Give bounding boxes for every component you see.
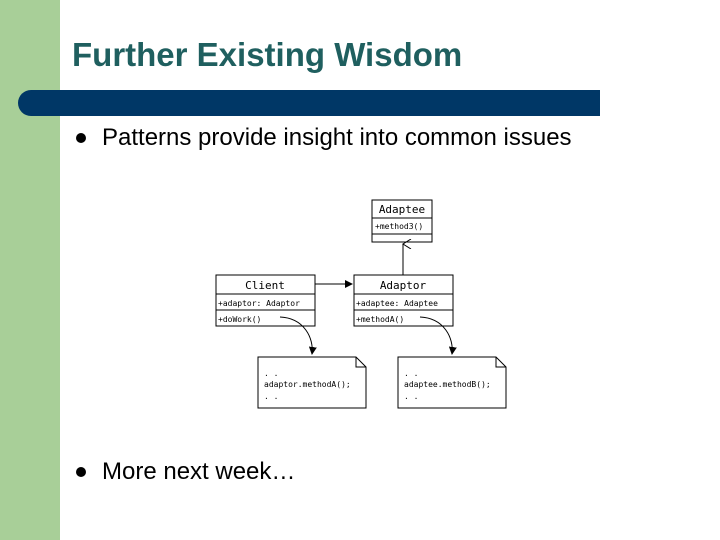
- bullet-dot-icon: [76, 133, 86, 143]
- adaptor-note-connector: [419, 316, 457, 355]
- adaptor-class-name: Adaptor: [380, 279, 427, 292]
- client-attribute: +adaptor: Adaptor: [218, 299, 300, 308]
- bullet-dot-icon: [76, 467, 86, 477]
- left-accent-band: [0, 0, 60, 540]
- bullet-item-2: More next week…: [76, 454, 696, 490]
- bullet-item-1: Patterns provide insight into common iss…: [76, 120, 696, 156]
- slide-title: Further Existing Wisdom: [72, 36, 463, 73]
- client-class-box: Client +adaptor: Adaptor +doWork(): [215, 274, 316, 327]
- adaptor-note-line-3: . .: [404, 392, 418, 401]
- adaptor-note-line-1: . .: [404, 369, 418, 378]
- bullet-text: More next week…: [102, 458, 296, 485]
- adaptor-note: . . adaptee.methodB(); . .: [397, 356, 507, 409]
- adaptee-method: +method3(): [375, 222, 423, 231]
- client-class-name: Client: [245, 279, 285, 292]
- adaptee-class-box: Adaptee +method3(): [371, 199, 433, 243]
- client-note-line-3: . .: [264, 392, 278, 401]
- client-method: +doWork(): [218, 315, 261, 324]
- client-note-connector: [279, 316, 317, 355]
- bullet-text: Patterns provide insight into common iss…: [102, 124, 572, 151]
- client-note-line-2: adaptor.methodA();: [264, 380, 351, 389]
- title-underline-bar: [18, 90, 600, 116]
- adaptee-class-name: Adaptee: [379, 203, 425, 216]
- client-note-line-1: . .: [264, 369, 278, 378]
- adaptor-attribute: +adaptee: Adaptee: [356, 299, 438, 308]
- client-note: . . adaptor.methodA(); . .: [257, 356, 367, 409]
- adaptor-note-line-2: adaptee.methodB();: [404, 380, 491, 389]
- adapter-uml-diagram: Adaptee +method3() Client +adaptor: Adap…: [215, 199, 507, 409]
- adaptor-method: +methodA(): [356, 315, 404, 324]
- adaptor-class-box: Adaptor +adaptee: Adaptee +methodA(): [353, 274, 454, 327]
